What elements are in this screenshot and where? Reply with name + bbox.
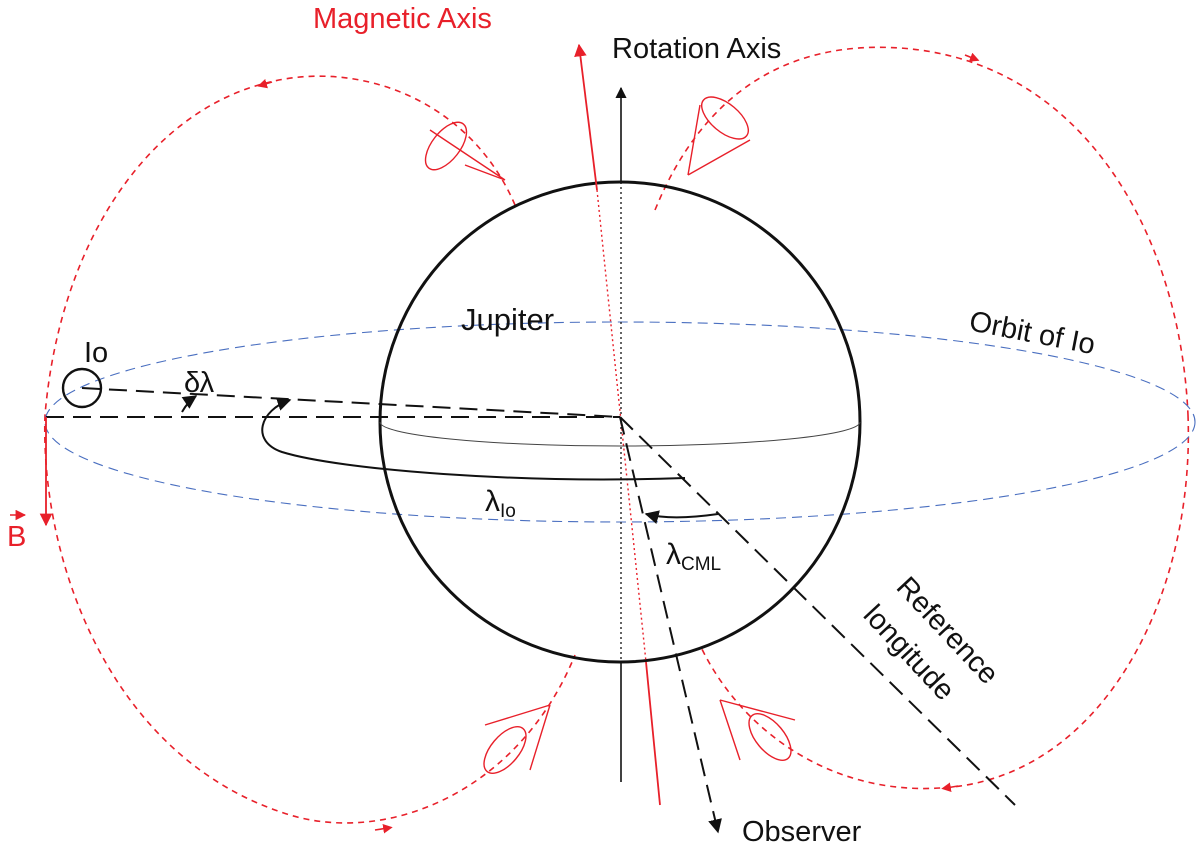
field-arrow-upper-left <box>257 79 273 89</box>
lambda-cml-symbol: λ <box>666 538 681 571</box>
b-field-label: B <box>7 521 26 553</box>
orbit-of-io-label: Orbit of Io <box>967 305 1098 361</box>
io-direction-line <box>81 387 621 418</box>
text-labels: Magnetic Axis Rotation Axis Jupiter Orbi… <box>7 3 1098 848</box>
io-label: Io <box>84 337 108 369</box>
magnetic-axis-label: Magnetic Axis <box>313 3 492 35</box>
field-line-lower-right <box>699 414 1190 790</box>
field-line-upper-left <box>44 75 516 416</box>
rotation-axis-label: Rotation Axis <box>612 33 781 65</box>
lambda-io-symbol: λ <box>485 485 500 518</box>
lambda-io-arc <box>261 397 686 481</box>
lambda-cml-subscript: CML <box>681 554 721 575</box>
reference-longitude-line <box>619 416 1016 806</box>
lambda-cml-arc <box>644 510 719 524</box>
cone-lower-right <box>719 699 796 761</box>
jupiter-sphere <box>378 180 862 664</box>
cone-upper-right <box>687 96 751 176</box>
observer-label: Observer <box>742 816 862 848</box>
field-arrow-lower-left <box>374 823 393 834</box>
io-orbit <box>44 321 1196 523</box>
angle-arcs <box>181 395 719 524</box>
jupiter-equator <box>379 421 861 447</box>
observer-line <box>619 416 722 834</box>
io-moon <box>61 367 103 409</box>
magnetic-field-lines <box>43 46 1190 834</box>
jupiter-label: Jupiter <box>461 302 554 337</box>
lambda-cml-label: λCML <box>666 538 721 575</box>
delta-lambda-arc <box>181 395 198 413</box>
delta-lambda-label: δλ <box>184 367 215 399</box>
geometry-lines <box>46 387 1016 834</box>
emission-cones <box>424 96 796 774</box>
lambda-io-label: λIo <box>485 485 516 522</box>
cone-lower-left <box>483 704 551 774</box>
lambda-io-subscript: Io <box>500 501 516 522</box>
field-line-upper-right <box>654 46 1189 416</box>
magnetic-axis <box>574 43 661 806</box>
field-arrow-upper-right <box>964 52 980 62</box>
field-line-lower-left <box>43 414 576 824</box>
cone-upper-left <box>424 121 506 181</box>
field-arrow-lower-right <box>941 782 959 792</box>
